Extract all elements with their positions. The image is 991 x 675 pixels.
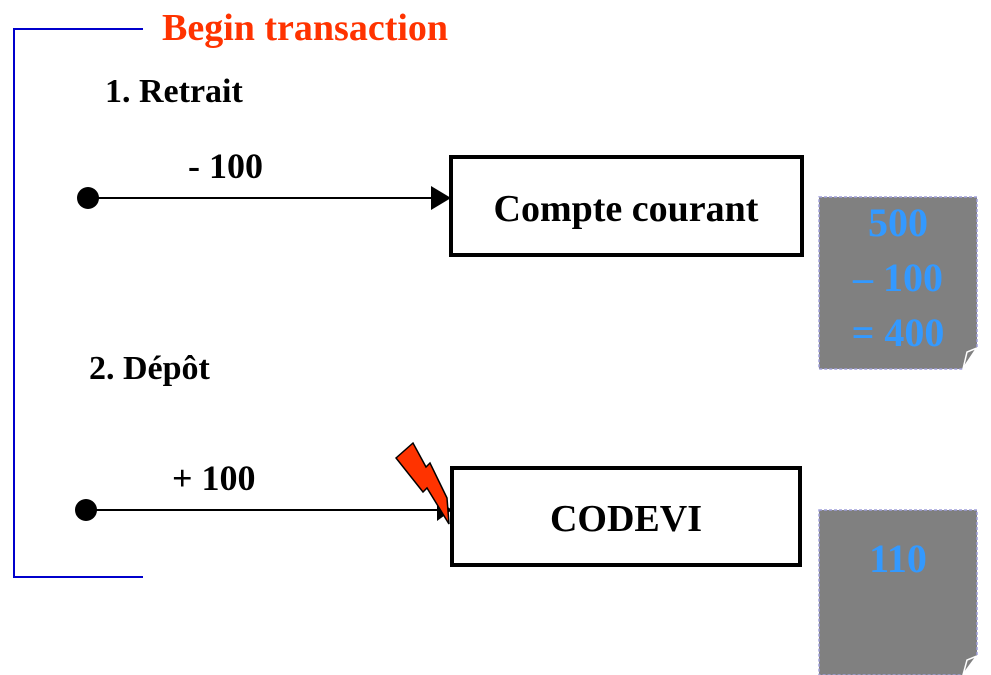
transaction-bracket bbox=[13, 28, 143, 578]
step-1-arrowhead bbox=[431, 186, 451, 210]
balance-note-2-line-1: 110 bbox=[869, 536, 927, 581]
balance-note-1: 500 – 100 = 400 bbox=[818, 196, 978, 370]
step-1-label: 1. Retrait bbox=[105, 73, 244, 110]
balance-note-1-line-1: 500 bbox=[868, 200, 928, 245]
lightning-icon bbox=[394, 441, 450, 525]
step-1-amount: - 100 bbox=[188, 146, 263, 186]
compte-courant-label: Compte courant bbox=[494, 188, 759, 230]
step-2-label: 2. Dépôt bbox=[89, 350, 211, 387]
balance-note-1-line-2: – 100 bbox=[852, 255, 943, 300]
transaction-title: Begin transaction bbox=[162, 7, 448, 49]
compte-courant-box bbox=[449, 155, 804, 257]
codevi-box bbox=[450, 466, 802, 567]
codevi-label: CODEVI bbox=[550, 498, 702, 540]
step-2-amount: + 100 bbox=[172, 458, 256, 498]
balance-note-2: 110 bbox=[818, 509, 978, 675]
balance-note-1-line-3: = 400 bbox=[852, 310, 945, 355]
